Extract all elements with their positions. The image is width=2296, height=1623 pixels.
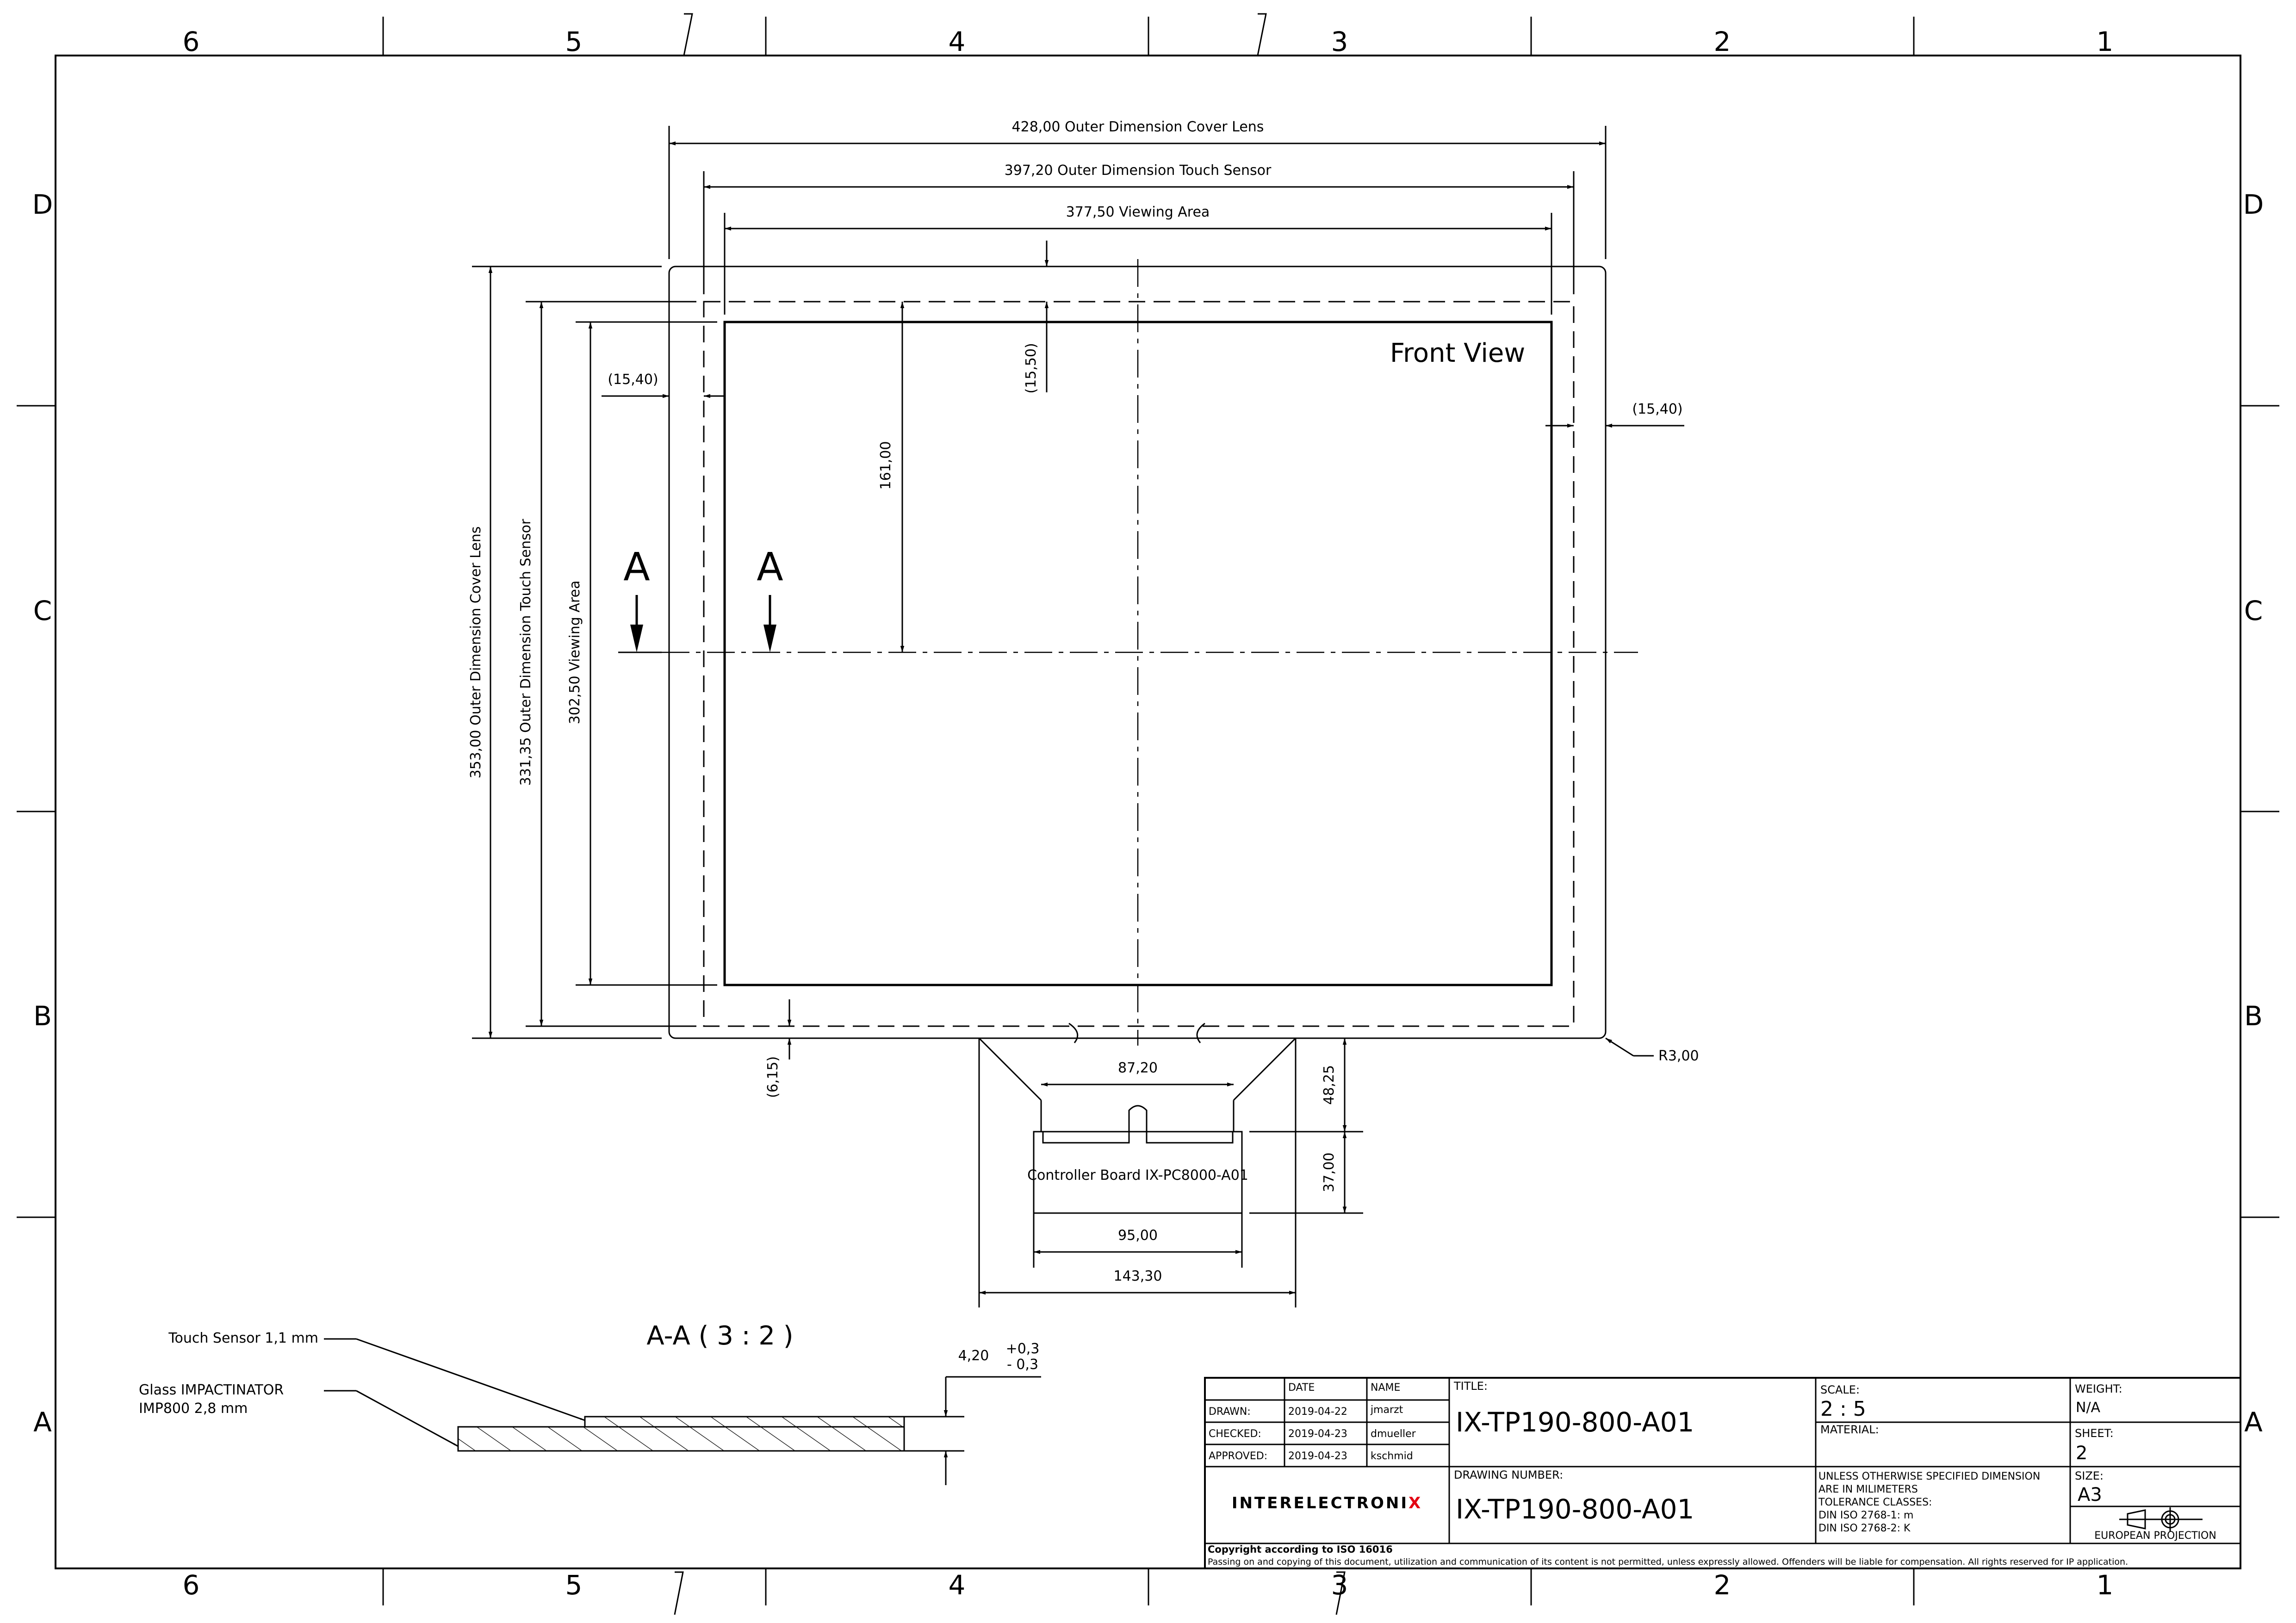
dim-viewing-width: 377,50 Viewing Area (1066, 204, 1210, 220)
tb-projection: EUROPEAN PROJECTION (2094, 1530, 2216, 1542)
dim-board-height: 37,00 (1321, 1152, 1337, 1192)
dim-tail-width: 87,20 (1118, 1060, 1158, 1076)
zone-col-label: 5 (565, 1569, 583, 1601)
zone-col-label: 3 (1331, 26, 1348, 57)
zone-col-label: 2 (1714, 26, 1731, 57)
tb-title-label: TITLE: (1453, 1380, 1488, 1393)
centering-mark (674, 1571, 684, 1615)
flex-tail-outline (978, 1038, 1297, 1307)
centering-mark (1257, 13, 1267, 56)
dim-flex-width: 143,30 (1114, 1268, 1162, 1284)
dim-corner-radius: R3,00 (1658, 1048, 1699, 1064)
dim-cover-height: 353,00 Outer Dimension Cover Lens (468, 527, 484, 779)
dim-sensor-width: 397,20 Outer Dimension Touch Sensor (1005, 162, 1272, 179)
tb-name: dmueller (1371, 1428, 1416, 1440)
label-touch-sensor: Touch Sensor 1,1 mm (168, 1330, 318, 1346)
glass-layer (457, 1426, 905, 1452)
tb-weight-label: WEIGHT: (2075, 1382, 2122, 1395)
tb-drawing-number: IX-TP190-800-A01 (1456, 1493, 1694, 1525)
tb-role: APPROVED: (1209, 1450, 1267, 1462)
tb-date: 2019-04-22 (1288, 1406, 1347, 1418)
section-view: A-A ( 3 : 2 ) 4,20 +0,3 - 0,3 Touch Sens… (139, 1321, 1041, 1485)
zone-row-label: B (2244, 1000, 2263, 1032)
tb-sheet-label: SHEET: (2075, 1427, 2114, 1440)
tb-copyright-title: Copyright according to ISO 16016 (1208, 1544, 1393, 1555)
tb-tolerance-line: DIN ISO 2768-2: K (1818, 1523, 1911, 1534)
section-markers: A A (623, 544, 783, 652)
zone-row-label: C (2244, 595, 2263, 626)
touch-sensor-outline (703, 301, 1575, 1027)
zone-col-label: 1 (2097, 26, 2114, 57)
dim-top-offset: (15,50) (1023, 343, 1039, 393)
tb-title: IX-TP190-800-A01 (1456, 1406, 1694, 1438)
zone-col-label: 1 (2097, 1569, 2114, 1601)
centering-mark (683, 13, 693, 56)
tb-weight: N/A (2076, 1400, 2101, 1416)
centering-mark (1335, 1571, 1346, 1615)
front-view-dimensions: 428,00 Outer Dimension Cover Lens 397,20… (468, 119, 1699, 1295)
dim-sensor-height: 331,35 Outer Dimension Touch Sensor (518, 519, 534, 786)
touch-sensor-layer (584, 1416, 905, 1428)
zone-row-label: B (33, 1000, 52, 1032)
tb-sheet: 2 (2076, 1443, 2087, 1464)
tb-scale: 2 : 5 (1820, 1397, 1866, 1421)
zone-col-label: 2 (1714, 1569, 1731, 1601)
dim-bottom-offset: (6,15) (765, 1056, 781, 1098)
tb-header-date: DATE (1288, 1382, 1315, 1394)
controller-board (1033, 1131, 1243, 1214)
tb-role: CHECKED: (1209, 1428, 1261, 1440)
dim-board-width: 95,00 (1118, 1227, 1158, 1244)
label-glass-line1: Glass IMPACTINATOR (139, 1382, 284, 1398)
sheet-frame (17, 13, 2279, 1615)
tb-drawing-number-label: DRAWING NUMBER: (1454, 1468, 1563, 1481)
zone-col-label: 4 (949, 26, 966, 57)
zone-col-label: 4 (949, 1569, 966, 1601)
tb-name: jmarzt (1370, 1404, 1403, 1416)
tb-size: A3 (2078, 1484, 2102, 1505)
tb-date: 2019-04-23 (1288, 1428, 1347, 1440)
zone-row-label: D (2243, 189, 2264, 220)
zone-row-label: D (32, 189, 53, 220)
zone-row-label: A (33, 1406, 52, 1438)
label-glass-line2: IMP800 2,8 mm (139, 1400, 248, 1417)
controller-board-label: Controller Board IX-PC8000-A01 (1027, 1167, 1248, 1183)
tb-date: 2019-04-23 (1288, 1450, 1347, 1462)
title-block: DATE NAME DRAWN: 2019-04-22 jmarzt CHECK… (1204, 1377, 2241, 1569)
section-marker-left: A (623, 544, 650, 589)
tb-copyright-text: Passing on and copying of this document,… (1208, 1557, 2128, 1567)
dim-viewing-height: 302,50 Viewing Area (567, 581, 583, 725)
tb-scale-label: SCALE: (1820, 1383, 1860, 1396)
zone-col-label: 5 (565, 26, 583, 57)
zone-col-label: 3 (1331, 1569, 1348, 1601)
projection-symbol-icon (2119, 1507, 2203, 1531)
tb-material-label: MATERIAL: (1820, 1423, 1879, 1436)
zone-col-label: 6 (183, 1569, 200, 1601)
front-view: Front View Controller Board IX-PC8000-A0… (618, 259, 1638, 1307)
tb-size-label: SIZE: (2075, 1469, 2104, 1482)
tb-tolerance-line: DIN ISO 2768-1: m (1818, 1510, 1913, 1521)
dim-cover-width: 428,00 Outer Dimension Cover Lens (1012, 119, 1264, 135)
company-logo: INTERELECTRONIX (1232, 1494, 1422, 1512)
zone-col-label: 6 (183, 26, 200, 57)
section-tolerance-minus: - 0,3 (1007, 1357, 1038, 1373)
section-view-title: A-A ( 3 : 2 ) (646, 1321, 793, 1351)
section-tolerance-plus: +0,3 (1006, 1341, 1040, 1357)
tb-tolerance-line: TOLERANCE CLASSES: (1818, 1497, 1932, 1508)
tb-header-name: NAME (1371, 1382, 1400, 1394)
dim-right-offset: (15,40) (1632, 401, 1682, 417)
tb-role: DRAWN: (1209, 1406, 1251, 1418)
section-thickness: 4,20 (958, 1348, 989, 1364)
tb-tolerance-line: ARE IN MILIMETERS (1818, 1484, 1918, 1495)
zone-row-label: A (2244, 1406, 2263, 1438)
front-view-label: Front View (1390, 338, 1525, 368)
dim-tail-length: 48,25 (1321, 1065, 1337, 1105)
tb-name: kschmid (1371, 1450, 1413, 1462)
dim-left-offset: (15,40) (608, 372, 658, 388)
tb-tolerance-line: UNLESS OTHERWISE SPECIFIED DIMENSION (1818, 1471, 2040, 1482)
zone-row-label: C (33, 595, 52, 626)
zone-labels: 6 5 4 3 2 1 6 5 4 3 2 1 D C B A D C B A (32, 26, 2264, 1601)
section-marker-right: A (757, 544, 783, 589)
dim-center-height: 161,00 (878, 441, 894, 490)
